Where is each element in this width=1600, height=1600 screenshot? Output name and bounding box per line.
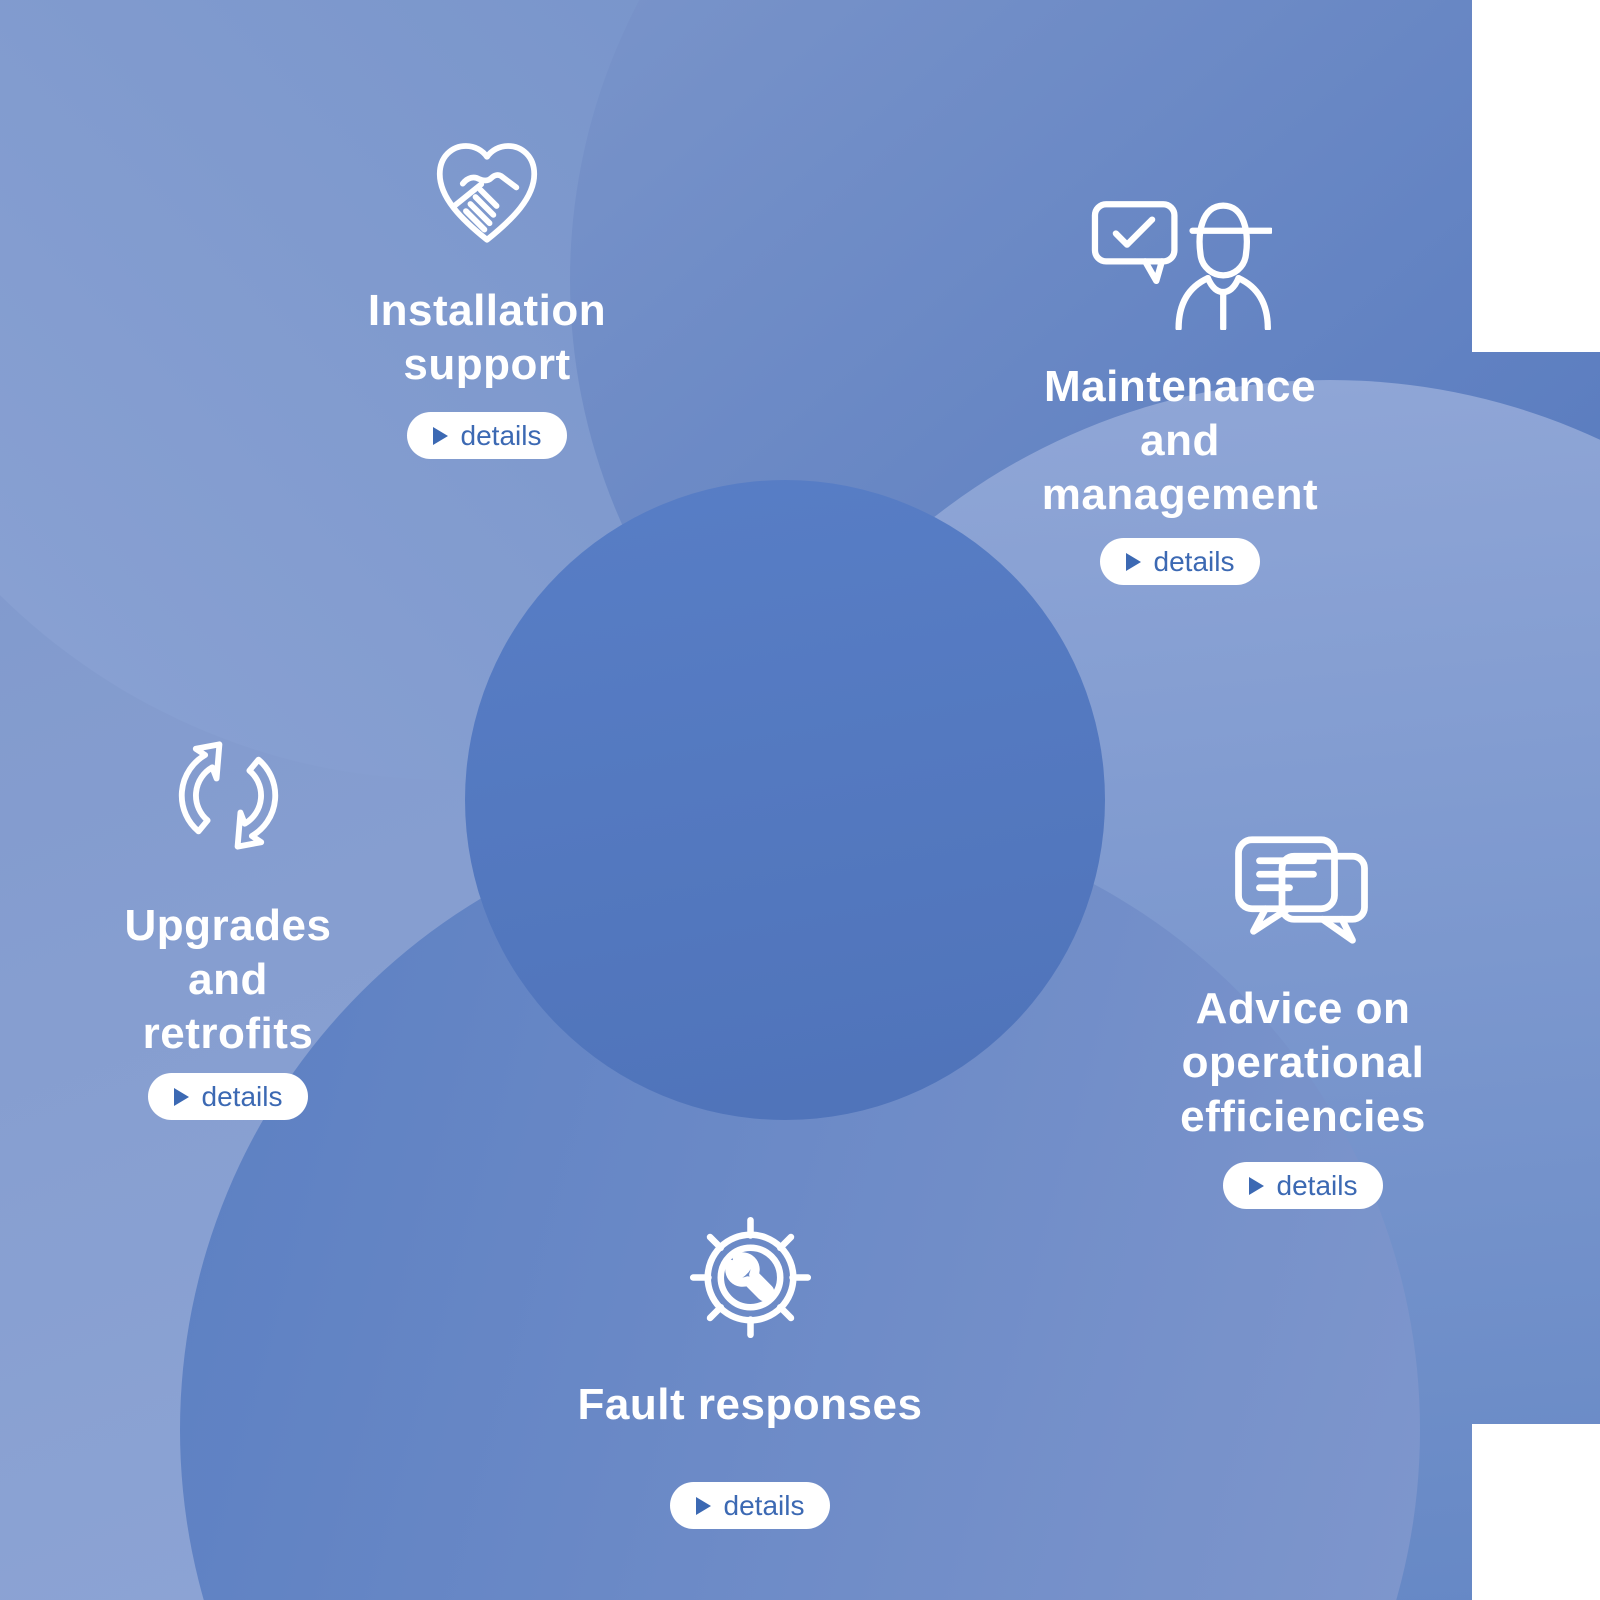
label-line: and bbox=[188, 955, 268, 1004]
engineer-check-bubble-icon bbox=[1088, 190, 1272, 330]
gear-wrench-icon bbox=[678, 1205, 823, 1350]
item-label: Maintenance and management bbox=[1042, 360, 1318, 522]
label-line: Maintenance bbox=[1043, 362, 1316, 411]
play-icon bbox=[432, 426, 448, 445]
play-icon bbox=[173, 1087, 189, 1106]
center-circle bbox=[465, 480, 1105, 1120]
label-line: efficiencies bbox=[1180, 1092, 1426, 1141]
details-button-maintenance[interactable]: details bbox=[1099, 538, 1261, 585]
item-label: Upgrades and retrofits bbox=[125, 899, 332, 1061]
play-icon bbox=[1125, 552, 1141, 571]
details-button-upgrades[interactable]: details bbox=[147, 1073, 309, 1120]
chat-bubbles-icon bbox=[1228, 835, 1378, 960]
play-icon bbox=[695, 1496, 711, 1515]
label-line: Fault responses bbox=[577, 1380, 923, 1429]
label-line: support bbox=[403, 340, 571, 389]
label-line: management bbox=[1041, 470, 1319, 519]
handshake-heart-icon bbox=[422, 130, 552, 250]
item-maintenance-and-management: Maintenance and management details bbox=[930, 190, 1430, 585]
white-notch-bottom-right bbox=[1472, 1424, 1600, 1600]
label-line: Installation bbox=[367, 286, 607, 335]
item-fault-responses: Fault responses details bbox=[470, 1205, 1030, 1529]
label-line: operational bbox=[1181, 1038, 1425, 1087]
details-button-label: details bbox=[1153, 545, 1235, 577]
details-button-label: details bbox=[201, 1080, 283, 1112]
item-installation-support: Installation support details bbox=[237, 130, 737, 459]
label-line: Advice on bbox=[1195, 984, 1411, 1033]
item-label: Advice on operational efficiencies bbox=[1180, 982, 1426, 1144]
item-label: Installation support bbox=[368, 284, 606, 392]
details-button-label: details bbox=[723, 1489, 805, 1521]
play-icon bbox=[1248, 1176, 1264, 1195]
details-button-advice[interactable]: details bbox=[1222, 1162, 1384, 1209]
label-line: Upgrades bbox=[124, 901, 332, 950]
label-line: and bbox=[1140, 416, 1220, 465]
item-advice-on-operational-efficiencies: Advice on operational efficiencies detai… bbox=[1063, 835, 1543, 1209]
label-line: retrofits bbox=[142, 1009, 314, 1058]
item-label: Fault responses bbox=[578, 1378, 923, 1432]
white-notch-top-right bbox=[1472, 0, 1600, 352]
details-button-label: details bbox=[1276, 1169, 1358, 1201]
item-upgrades-and-retrofits: Upgrades and retrofits details bbox=[8, 728, 448, 1120]
details-button-installation[interactable]: details bbox=[406, 412, 568, 459]
circular-arrows-icon bbox=[161, 728, 296, 863]
details-button-fault[interactable]: details bbox=[669, 1482, 831, 1529]
details-button-label: details bbox=[460, 419, 542, 451]
